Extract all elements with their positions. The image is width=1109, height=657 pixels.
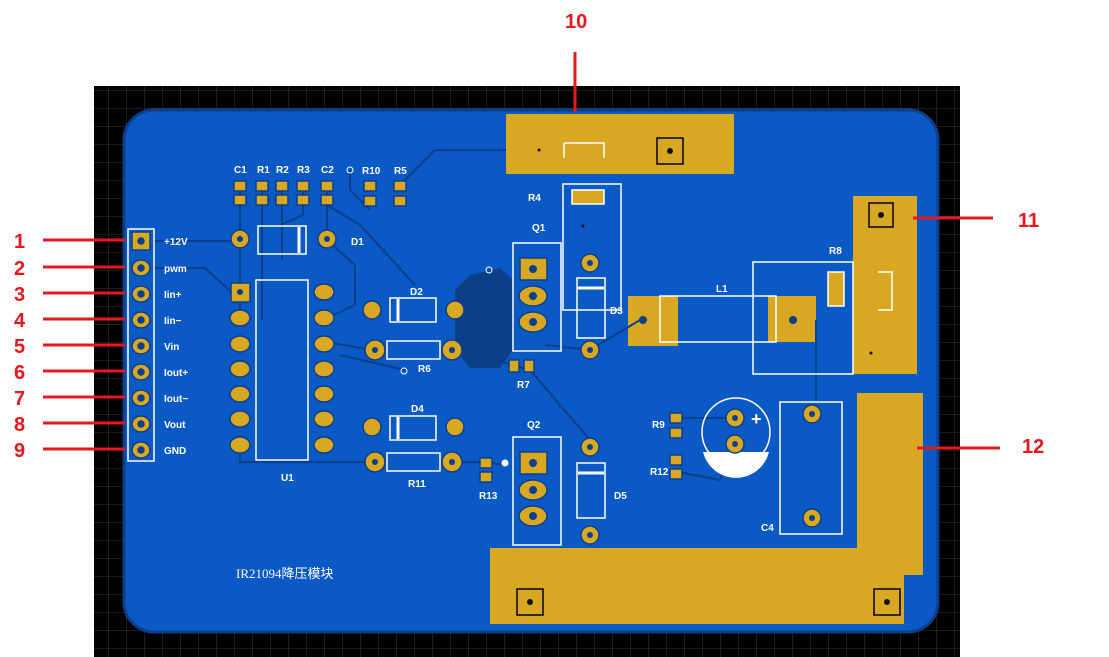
header-pin-label: Iin− xyxy=(164,316,182,327)
board-title: IR21094降压模块 xyxy=(236,566,334,581)
l1-outline xyxy=(659,295,777,343)
designator-d3: D3 xyxy=(610,306,623,317)
header-pin-label: +12V xyxy=(164,237,188,248)
d2-outline xyxy=(389,297,437,323)
designator-q2: Q2 xyxy=(527,420,541,431)
callout-lines xyxy=(43,52,1000,451)
designator-r10: R10 xyxy=(362,166,381,177)
callout-num-8: 8 xyxy=(14,414,25,436)
designator-d4: D4 xyxy=(411,404,424,415)
callout-num-4: 4 xyxy=(14,310,26,332)
header-pin-6-hole xyxy=(137,368,145,376)
r11-outline xyxy=(386,452,441,472)
copper-pour-12 xyxy=(490,393,923,624)
designator-c2: C2 xyxy=(321,165,334,176)
designator-r5: R5 xyxy=(394,166,407,177)
header-pin-7-hole xyxy=(137,394,145,402)
d4-outline xyxy=(389,415,437,441)
designator-c1: C1 xyxy=(234,165,247,176)
r4-outline xyxy=(562,183,622,311)
callout-num-2: 2 xyxy=(14,258,25,280)
c4-outline xyxy=(779,401,843,535)
callout-num-12: 12 xyxy=(1022,436,1044,458)
copper-pad-10 xyxy=(506,114,734,174)
designator-q1: Q1 xyxy=(532,223,546,234)
designator-r1: R1 xyxy=(257,165,270,176)
r4-body xyxy=(571,189,605,205)
d3-outline xyxy=(576,277,606,339)
callout-num-5: 5 xyxy=(14,336,25,358)
header-outline xyxy=(127,228,155,462)
ground-polygon xyxy=(455,268,513,368)
header-pin-label: Vout xyxy=(164,420,186,431)
designator-r11: R11 xyxy=(408,479,426,490)
header-pin-label: Iout− xyxy=(164,394,188,405)
c3-negative-fill xyxy=(703,452,769,478)
pin-callout-numbers: 1 2 3 4 5 6 7 8 9 xyxy=(14,231,26,462)
designator-r3: R3 xyxy=(297,165,310,176)
pad-holes xyxy=(237,236,815,538)
designator-r6: R6 xyxy=(418,364,431,375)
designator-r13: R13 xyxy=(479,491,498,502)
callout-num-10: 10 xyxy=(565,11,587,33)
mounting-pads xyxy=(516,137,901,616)
q1-outline xyxy=(512,242,562,352)
d1-outline xyxy=(257,225,307,255)
designator-u1: U1 xyxy=(281,473,294,484)
designator-r12: R12 xyxy=(650,467,669,478)
callout-num-1: 1 xyxy=(14,231,25,253)
header-pin-label: pwm xyxy=(164,264,187,275)
header-pin-4-hole xyxy=(137,316,145,324)
u1-outline xyxy=(255,279,309,461)
callout-num-3: 3 xyxy=(14,284,25,306)
c3-polarity-mark: + xyxy=(751,409,762,429)
header-pin-5-hole xyxy=(137,342,145,350)
header-pin-2-hole xyxy=(137,264,145,272)
designator-r4: R4 xyxy=(528,193,541,204)
header-pin-label: Iin+ xyxy=(164,290,182,301)
callout-num-6: 6 xyxy=(14,362,25,384)
callout-num-7: 7 xyxy=(14,388,25,410)
header-pin-9-hole xyxy=(137,446,145,454)
header-pin-label: Vin xyxy=(164,342,179,353)
designator-l1: L1 xyxy=(716,284,728,295)
designator-d2: D2 xyxy=(410,287,423,298)
designator-d5: D5 xyxy=(614,491,627,502)
designator-r8: R8 xyxy=(829,246,842,257)
r8-outline xyxy=(752,261,854,375)
header-pin-8-hole xyxy=(137,420,145,428)
designator-r9: R9 xyxy=(652,420,665,431)
callout-num-11: 11 xyxy=(1018,210,1039,232)
copper-pad-l1-left xyxy=(628,296,678,346)
r8-body xyxy=(827,271,845,307)
designator-c4: C4 xyxy=(761,523,774,534)
q2-outline xyxy=(512,436,562,546)
silkscreen-outlines xyxy=(127,142,893,546)
d5-outline xyxy=(576,462,606,519)
header-pin-3-hole xyxy=(137,290,145,298)
header-pin-label: Iout+ xyxy=(164,368,188,379)
designator-c3: C3 xyxy=(727,467,740,478)
header-pin-1-hole xyxy=(137,237,145,245)
designator-d1: D1 xyxy=(351,237,364,248)
designator-r2: R2 xyxy=(276,165,289,176)
callout-num-9: 9 xyxy=(14,440,25,462)
r6-outline xyxy=(386,340,441,360)
header-pin-label: GND xyxy=(164,446,186,457)
designator-r7: R7 xyxy=(517,380,530,391)
